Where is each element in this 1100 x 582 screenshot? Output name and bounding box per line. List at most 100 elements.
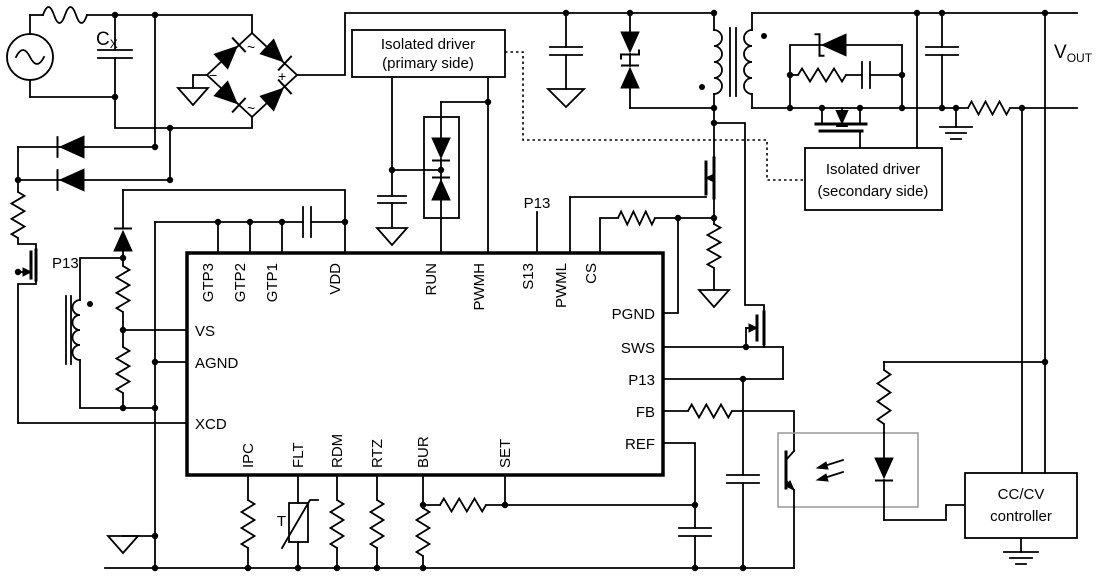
- x-capacitor: CX: [96, 14, 133, 98]
- ic-pin-label: REF: [625, 436, 655, 453]
- p13-net-label: P13: [524, 195, 551, 212]
- controller-ic: GTP3 GTP2 GTP1 VDD RUN PWMH S13 PWML CS …: [185, 251, 665, 477]
- cccv-ground: [1003, 537, 1039, 565]
- secondary-ground: [939, 107, 973, 140]
- bridge-minus-mark: −: [209, 67, 217, 83]
- svg-text:Isolated driver: Isolated driver: [381, 36, 475, 53]
- opto-led: [874, 432, 894, 521]
- ac-neutral-to-bridge: [114, 96, 253, 129]
- ic-pin-label: AGND: [195, 355, 239, 372]
- cs-resistor: [617, 209, 656, 227]
- vdd-diode: [113, 189, 133, 259]
- opto-light-arrows: [815, 458, 845, 482]
- bulk-capacitor: [545, 12, 587, 109]
- ic-pin-label: BUR: [415, 436, 432, 468]
- opto-bias-resistor: [875, 361, 1046, 434]
- aux-winding: [65, 257, 156, 409]
- isolated-driver-secondary-box: Isolated driver (secondary side): [804, 147, 943, 211]
- xcd-depletion-fet: P13: [17, 237, 79, 424]
- svg-text:controller: controller: [990, 508, 1052, 525]
- opto-led-to-cccv: [883, 504, 966, 521]
- ic-pin-label: PWML: [553, 263, 570, 308]
- bridge-plus-mark: +: [278, 68, 286, 84]
- sync-rect-fet: [814, 107, 868, 149]
- ic-pin-label: VDD: [327, 263, 344, 295]
- ground-icon: [697, 289, 731, 309]
- current-sense-resistor: [697, 217, 731, 309]
- xcd-diodes: [17, 135, 171, 192]
- thermistor-label: T: [277, 513, 286, 530]
- fb-resistor: [687, 402, 733, 420]
- primary-clamp-tvs: [620, 12, 640, 109]
- ground-icon: [545, 88, 587, 109]
- flt-thermistor: T: [277, 474, 319, 569]
- ipc-resistor: [239, 474, 257, 569]
- main-switch-fet: [569, 156, 716, 254]
- fb-wire: [731, 410, 795, 452]
- bridge-ac-mark-bottom: ~: [247, 100, 255, 116]
- ic-pin-label: XCD: [195, 416, 227, 433]
- fuse-icon: [29, 6, 253, 34]
- optocoupler: [777, 432, 919, 569]
- bur-set-resistor: [439, 496, 487, 514]
- ic-pin-label: FLT: [290, 442, 307, 468]
- isolated-driver-primary-box: Isolated driver (primary side): [351, 29, 506, 78]
- s13-p13-tie: P13: [524, 195, 551, 254]
- shunt-resistor: [967, 99, 1011, 117]
- secondary-phase-dot: [761, 33, 767, 39]
- ic-pin-label: RUN: [423, 263, 440, 296]
- ic-pin-label: RDM: [329, 434, 346, 468]
- opto-phototransistor: [784, 449, 796, 569]
- bridge-gnd-stub: [192, 74, 208, 89]
- ac-source: [6, 14, 54, 98]
- ground-icon: [375, 227, 409, 247]
- ic-pin-label: S13: [520, 263, 537, 290]
- vdd-capacitor: [302, 206, 312, 238]
- svg-text:Isolated driver: Isolated driver: [826, 161, 920, 178]
- ic-pin-label: SET: [497, 439, 514, 468]
- pgnd-wire: [662, 217, 679, 314]
- vdd-wire: [122, 189, 346, 223]
- primary-ground: [106, 535, 156, 555]
- vs-divider-bottom-resistor: [114, 346, 132, 394]
- output-capacitor: [925, 12, 959, 109]
- svg-text:(primary side): (primary side): [382, 55, 474, 72]
- bulk-rail: [296, 12, 715, 76]
- p13-capacitor: [726, 378, 760, 569]
- ic-pin-label: GTP2: [232, 263, 249, 302]
- ground-icon: [176, 87, 210, 107]
- bridge-ac-mark-top: ~: [247, 39, 255, 55]
- cx-label: CX: [96, 29, 118, 51]
- driver-capacitor: [375, 195, 409, 247]
- ic-pin-label: FB: [636, 404, 655, 421]
- earth-ground-icon: [1003, 551, 1039, 565]
- ic-pin-label: SWS: [621, 340, 655, 357]
- vout-label: VOUT: [1054, 42, 1093, 65]
- rtz-resistor: [368, 474, 386, 569]
- ic-pin-label: GTP1: [264, 263, 281, 302]
- xcd-resistor: [9, 191, 27, 239]
- ref-capacitor: [662, 442, 712, 569]
- sws-sense-fet: [713, 122, 766, 348]
- ic-pin-label: PGND: [612, 306, 656, 323]
- p13-fet-label: P13: [52, 255, 79, 272]
- cs-wire: [599, 217, 619, 254]
- junction-dots: [14, 9, 1049, 572]
- gtp-vdd-stubs: [217, 221, 346, 254]
- svg-text:CC/CV: CC/CV: [998, 486, 1045, 503]
- ground-icon: [106, 535, 140, 555]
- ic-pin-label: IPC: [240, 443, 257, 468]
- transformer: [699, 12, 767, 159]
- ic-pin-label: CS: [583, 263, 600, 284]
- bridge-rectifier: ~ ~ − +: [176, 31, 299, 119]
- primary-phase-dot: [699, 84, 705, 90]
- earth-ground-icon: [939, 126, 973, 140]
- ic-pin-label: VS: [195, 323, 215, 340]
- ic-pin-label: PWMH: [471, 263, 488, 311]
- vs-divider-top-resistor: [114, 265, 132, 313]
- ic-pin-label: P13: [628, 372, 655, 389]
- rdm-resistor: [328, 474, 346, 569]
- secondary-snubber: [789, 33, 903, 109]
